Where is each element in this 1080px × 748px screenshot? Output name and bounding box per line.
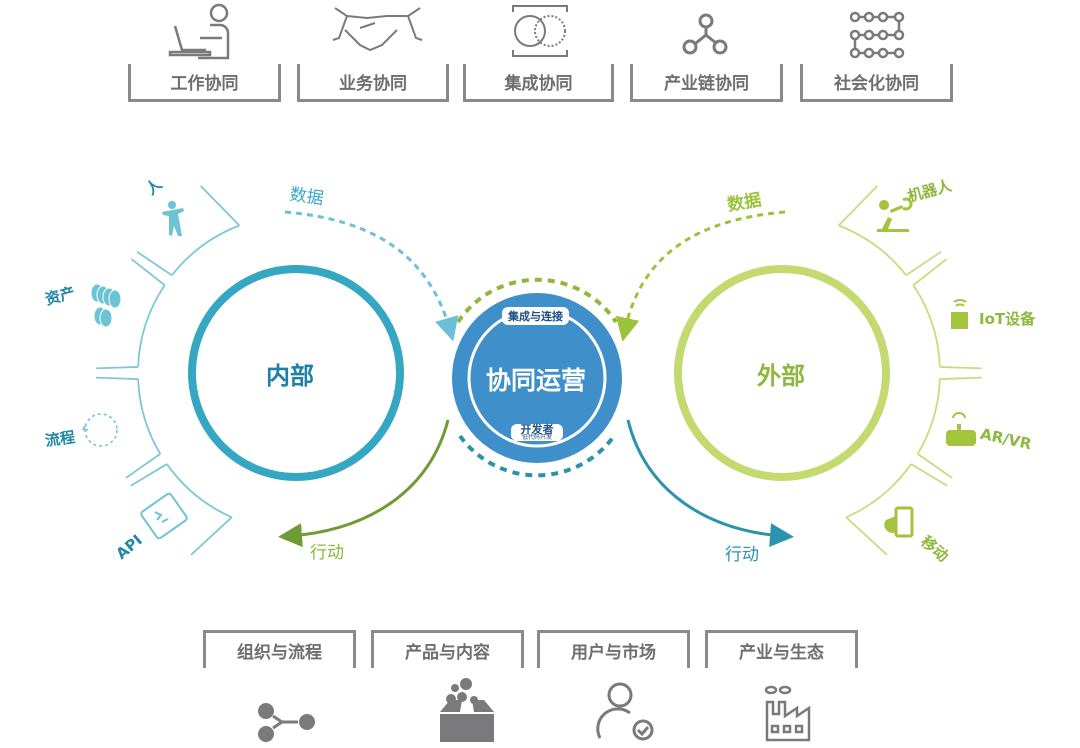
internal-ring — [188, 265, 404, 481]
vr-headset-icon — [946, 412, 976, 446]
top-box-work: 工作协同 — [128, 64, 281, 102]
low-code-label: 低代码开发 — [521, 434, 552, 441]
user-check-icon — [596, 682, 654, 741]
internal-action-label: 行动 — [310, 543, 344, 563]
network-people-icon — [682, 13, 728, 55]
bottom-box-user: 用户与市场 — [537, 630, 690, 668]
center-dashed-top — [456, 277, 618, 324]
internal-item-process: 流程 — [43, 427, 77, 450]
api-window-icon — [140, 492, 188, 540]
person-at-laptop-icon — [168, 3, 230, 60]
external-ring — [674, 265, 890, 481]
developer-label: 开发者 — [520, 423, 554, 436]
internal-title: 内部 — [266, 362, 314, 390]
process-cycle-icon — [81, 413, 118, 447]
external-item-iot: IoT设备 — [979, 310, 1036, 328]
top-box-integration: 集成协同 — [463, 64, 614, 102]
coins-icon — [90, 283, 122, 328]
factory-icon — [764, 685, 811, 742]
handshake-icon — [332, 7, 423, 52]
robot-arm-icon — [877, 197, 913, 232]
internal-data-label: 数据 — [288, 184, 325, 210]
internal-segment-arc — [96, 185, 241, 556]
external-segment-arc — [837, 185, 982, 556]
center-top-pill: 集成与连接 — [502, 307, 569, 325]
internal-action-arrow — [278, 419, 450, 548]
center-title: 协同运营 — [486, 366, 587, 395]
top-box-social: 社会化协同 — [800, 64, 953, 102]
top-box-industry-chain: 产业链协同 — [630, 64, 783, 102]
person-icon — [162, 201, 184, 236]
open-box-icon — [440, 678, 494, 742]
bottom-box-ecosystem: 产业与生态 — [705, 630, 858, 668]
segment-arcs — [96, 185, 982, 556]
external-data-arrow — [615, 210, 786, 342]
venn-icon — [512, 5, 568, 57]
external-title: 外部 — [757, 362, 805, 390]
center-bottom-pill: 开发者 低代码开发 — [511, 424, 563, 441]
bottom-box-product: 产品与内容 — [371, 630, 524, 668]
top-box-business: 业务协同 — [297, 64, 449, 102]
external-action-label: 行动 — [725, 545, 759, 565]
node-grid-icon — [849, 11, 905, 59]
people-connect-icon — [258, 703, 315, 742]
external-action-arrow — [626, 419, 794, 548]
mobile-hand-icon — [884, 506, 914, 538]
center-circle — [452, 293, 622, 463]
internal-data-arrow — [284, 210, 459, 342]
bottom-box-org: 组织与流程 — [203, 630, 356, 668]
iot-device-icon — [951, 298, 968, 329]
